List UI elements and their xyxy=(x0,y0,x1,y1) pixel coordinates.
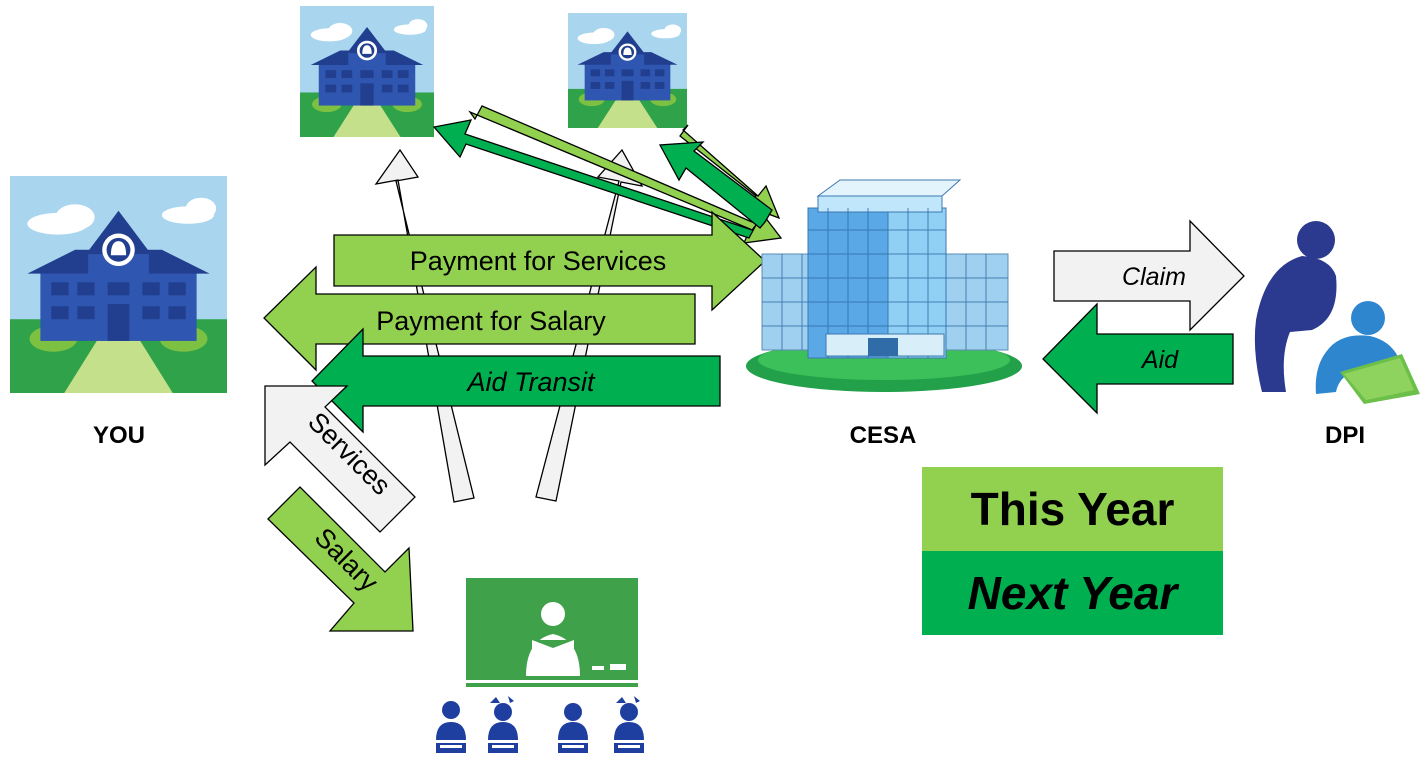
payment-for-salary-arrow[interactable] xyxy=(263,265,696,372)
dpi-teacher-student-icon xyxy=(1254,221,1420,404)
aid-transit-arrow[interactable] xyxy=(311,327,721,434)
aid-transit-label: Aid Transit xyxy=(465,367,596,397)
legend-this-year: This Year xyxy=(922,467,1223,551)
cesa-office-building-icon xyxy=(746,179,1022,392)
aid-arrow[interactable] xyxy=(1042,302,1234,415)
claim-label: Claim xyxy=(1122,263,1186,291)
aid-label: Aid xyxy=(1140,346,1179,374)
arrow-cesa-to-district-b xyxy=(658,141,773,229)
district-b-school-icon xyxy=(568,13,687,128)
payment-for-services-arrow[interactable] xyxy=(333,210,766,312)
services-arrow[interactable] xyxy=(264,385,416,533)
arrow-district-b-to-cesa xyxy=(679,124,781,220)
dpi-caption: DPI xyxy=(1325,422,1365,449)
legend-this-year-label: This Year xyxy=(970,483,1175,535)
arrow-district-a-to-cesa xyxy=(468,105,783,244)
salary-arrow[interactable] xyxy=(267,486,414,632)
payment-for-services-label: Payment for Services xyxy=(410,246,667,276)
legend-next-year: Next Year xyxy=(922,551,1223,635)
legend-next-year-label: Next Year xyxy=(967,567,1178,619)
district-a-school-icon xyxy=(300,6,434,137)
classroom-icon xyxy=(436,578,644,753)
arrow-cesa-to-district-a xyxy=(432,119,757,239)
claim-arrow[interactable] xyxy=(1053,219,1245,332)
payment-for-salary-label: Payment for Salary xyxy=(376,306,606,336)
you-school-icon xyxy=(10,176,227,393)
cesa-caption: CESA xyxy=(850,422,917,449)
you-caption: YOU xyxy=(93,422,145,449)
